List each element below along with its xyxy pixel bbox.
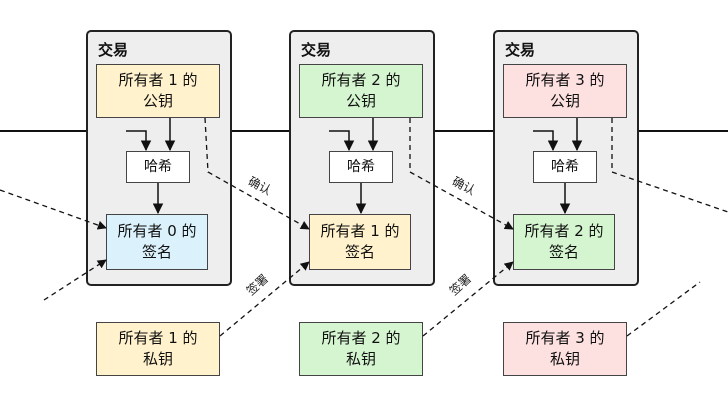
owner-signature-box: 所有者 2 的 签名 [513, 214, 615, 270]
box-line: 所有者 2 的 [524, 222, 604, 240]
owner-public-key-box: 所有者 2 的 公钥 [299, 64, 423, 118]
box-line: 私钥 [345, 350, 376, 368]
box-line: 所有者 0 的 [117, 222, 197, 240]
box-line: 私钥 [549, 350, 580, 368]
box-line: 所有者 2 的 [321, 71, 401, 89]
hash-box: 哈希 [329, 151, 393, 183]
owner-private-key-box: 所有者 1 的 私钥 [96, 322, 220, 376]
owner-signature-box: 所有者 1 的 签名 [309, 214, 411, 270]
box-line: 公钥 [142, 92, 173, 110]
box-line: 公钥 [549, 92, 580, 110]
box-line: 所有者 2 的 [321, 329, 401, 347]
box-line: 所有者 3 的 [525, 329, 605, 347]
hash-box: 哈希 [533, 151, 597, 183]
box-line: 所有者 3 的 [525, 71, 605, 89]
owner-public-key-box: 所有者 3 的 公钥 [503, 64, 627, 118]
hash-box: 哈希 [126, 151, 190, 183]
owner-private-key-box: 所有者 3 的 私钥 [503, 322, 627, 376]
box-line: 签名 [344, 243, 375, 261]
transaction-title: 交易 [301, 41, 332, 59]
box-line: 所有者 1 的 [320, 222, 400, 240]
hash-label: 哈希 [144, 158, 172, 175]
box-line: 签名 [141, 243, 172, 261]
transaction-title: 交易 [98, 41, 129, 59]
box-line: 所有者 1 的 [118, 71, 198, 89]
owner-signature-box: 所有者 0 的 签名 [106, 214, 208, 270]
hash-label: 哈希 [347, 158, 375, 175]
hash-label: 哈希 [551, 158, 579, 175]
box-line: 私钥 [142, 350, 173, 368]
owner-public-key-box: 所有者 1 的 公钥 [96, 64, 220, 118]
box-line: 签名 [548, 243, 579, 261]
box-line: 所有者 1 的 [118, 329, 198, 347]
owner-private-key-box: 所有者 2 的 私钥 [299, 322, 423, 376]
transaction-title: 交易 [505, 41, 536, 59]
box-line: 公钥 [345, 92, 376, 110]
